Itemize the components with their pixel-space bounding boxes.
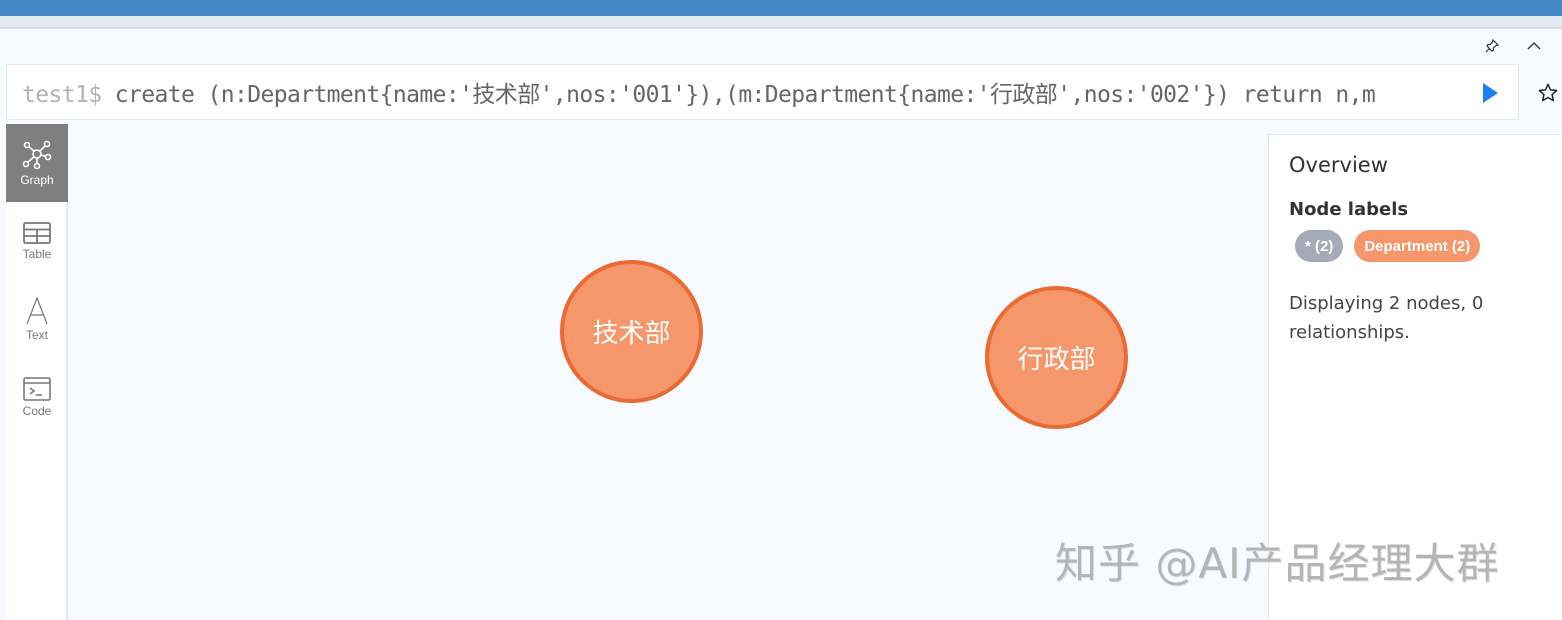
node-label: 行政部	[1017, 345, 1096, 375]
table-icon	[23, 221, 51, 244]
graph-node[interactable]: 技术部	[560, 260, 703, 403]
chip-department[interactable]: Department (2)	[1354, 230, 1481, 262]
graph-icon	[22, 140, 52, 169]
play-icon	[1483, 83, 1498, 103]
frame-controls	[1484, 38, 1542, 54]
view-sidebar: Graph Table Text Code	[6, 124, 68, 620]
overview-title: Overview	[1289, 153, 1388, 177]
text-icon	[26, 296, 48, 324]
query-text[interactable]: test1$ create (n:Department{name:'技术部',n…	[22, 75, 1376, 109]
run-button[interactable]	[1480, 82, 1500, 104]
sidebar-item-code[interactable]: Code	[6, 358, 68, 436]
sidebar-item-label: Text	[25, 327, 48, 342]
graph-node[interactable]: 行政部	[985, 286, 1128, 429]
code-icon	[23, 376, 51, 401]
favorite-button[interactable]	[1537, 82, 1559, 104]
star-icon	[1538, 83, 1558, 102]
chip-all-labels[interactable]: * (2)	[1295, 230, 1344, 262]
pin-icon[interactable]	[1484, 38, 1500, 54]
sidebar-item-text[interactable]: Text	[6, 280, 68, 358]
sidebar-item-label: Graph	[20, 172, 54, 187]
watermark: 知乎 @AI产品经理大群	[1055, 539, 1500, 588]
query-input[interactable]: create (n:Department{name:'技术部',nos:'001…	[101, 82, 1376, 108]
sidebar-item-label: Code	[22, 403, 52, 418]
top-bar	[0, 0, 1562, 16]
query-editor[interactable]: test1$ create (n:Department{name:'技术部',n…	[6, 64, 1519, 120]
node-label: 技术部	[592, 319, 671, 349]
sidebar-item-table[interactable]: Table	[6, 202, 68, 280]
sub-bar	[0, 16, 1562, 29]
node-labels-heading: Node labels	[1289, 199, 1409, 220]
sidebar-item-label: Table	[22, 246, 52, 261]
node-label-chips: * (2) Department (2)	[1289, 230, 1542, 262]
overview-panel: Overview Node labels * (2) Department (2…	[1268, 134, 1562, 620]
editor-prompt: test1$	[22, 82, 102, 108]
graph-canvas[interactable]: 技术部 行政部	[70, 124, 1268, 620]
sidebar-item-graph[interactable]: Graph	[6, 124, 68, 202]
chevron-up-icon[interactable]	[1526, 38, 1542, 54]
overview-summary: Displaying 2 nodes, 0 relationships.	[1289, 293, 1484, 343]
